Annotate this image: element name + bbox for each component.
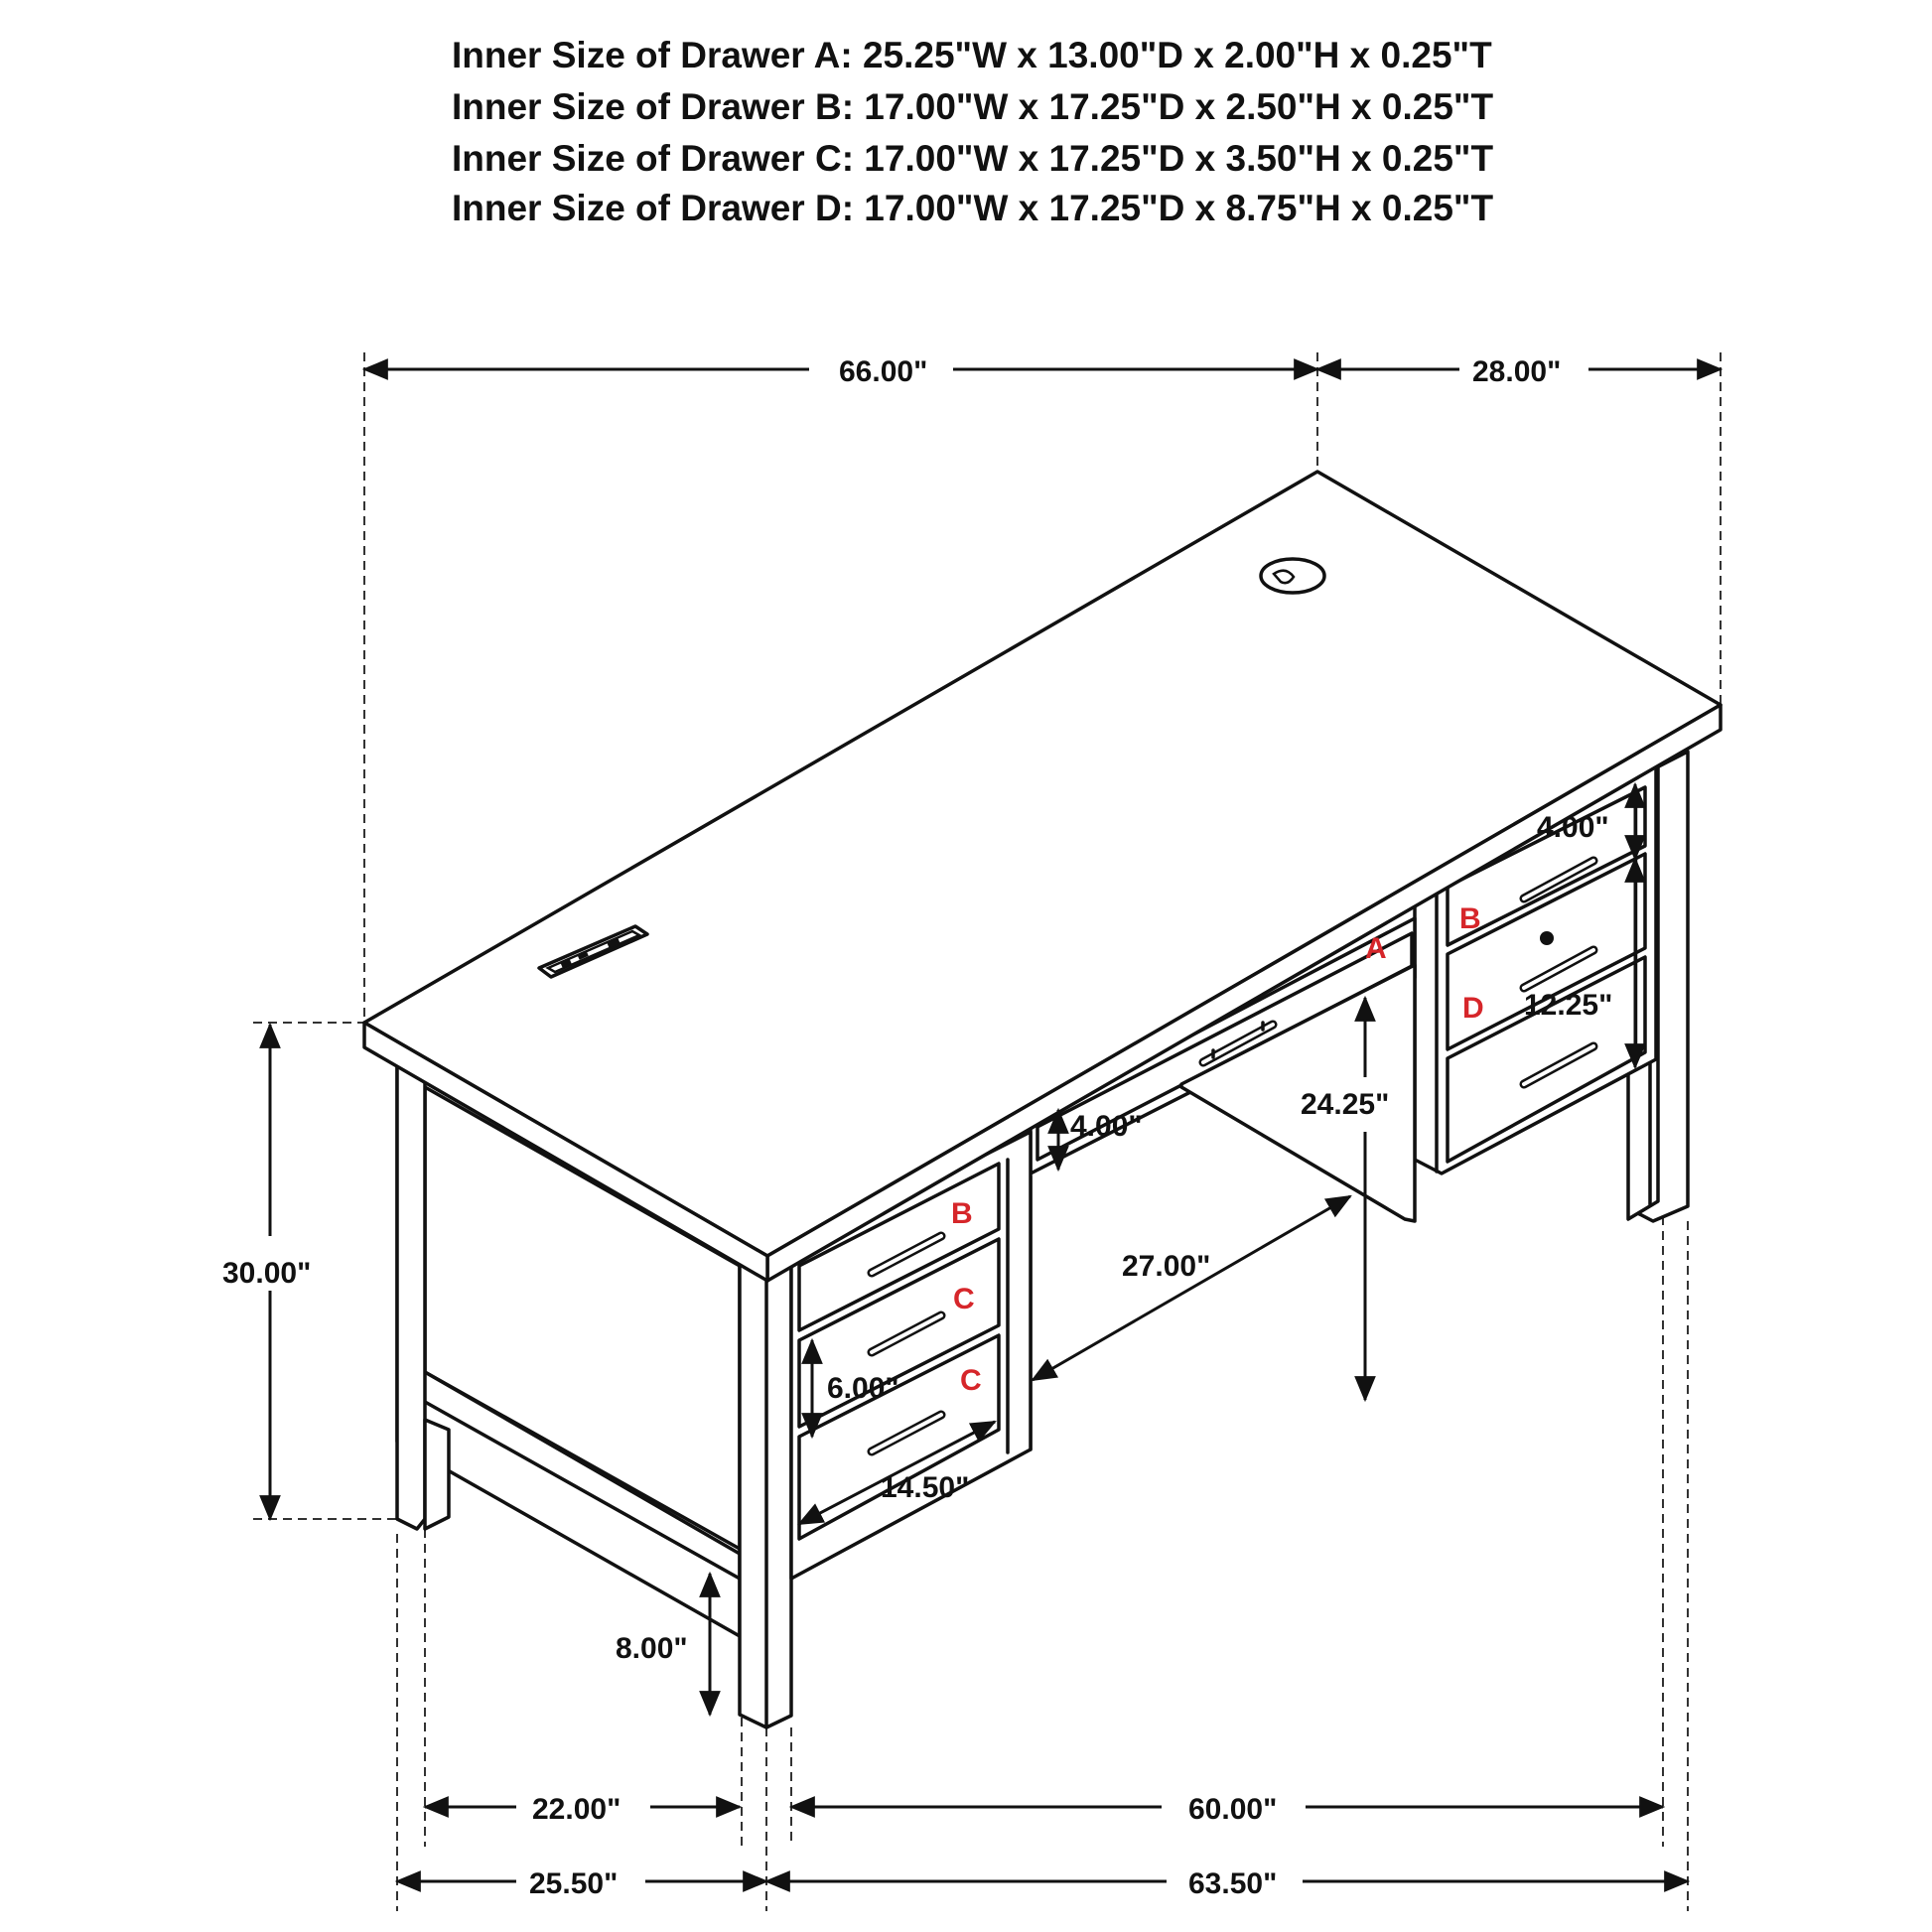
label-drawer-b-right: B (1459, 902, 1481, 935)
dimension-lines: 66.00" 28.00" 30.00" 4.00" 12.25" 4.00" … (222, 355, 1724, 1900)
spec-drawer-b: Inner Size of Drawer B: 17.00"W x 17.25"… (452, 86, 1493, 127)
dim-front-outer: 63.50" (1188, 1867, 1277, 1900)
knee-panel (1179, 963, 1417, 1223)
dim-left-drawer: 6.00" (827, 1372, 899, 1405)
label-drawer-b-left: B (951, 1197, 973, 1230)
dim-left-drawer-width: 14.50" (881, 1471, 969, 1504)
spec-drawer-d: Inner Size of Drawer D: 17.00"W x 17.25"… (452, 188, 1493, 228)
left-drawer-b (797, 1162, 1001, 1332)
dim-top-depth: 28.00" (1472, 355, 1561, 388)
lock-icon (1540, 931, 1554, 945)
dim-center-drawer: 4.00" (1070, 1110, 1143, 1143)
dim-right-top-drawer: 4.00" (1537, 811, 1609, 844)
drawer-labels: A B C C B D (951, 902, 1484, 1397)
drawer-specs: Inner Size of Drawer A: 25.25"W x 13.00"… (452, 35, 1493, 228)
label-drawer-c-left-2: C (960, 1364, 982, 1397)
power-outlet (537, 924, 649, 979)
label-drawer-d-right: D (1462, 992, 1484, 1025)
dim-floor-clearance: 8.00" (616, 1632, 688, 1665)
desk (362, 470, 1723, 1729)
left-back-leg-bottom (423, 1418, 451, 1531)
spec-drawer-c: Inner Size of Drawer C: 17.00"W x 17.25"… (452, 138, 1493, 179)
dim-side-inner: 22.00" (532, 1793, 621, 1826)
dim-side-outer: 25.50" (529, 1867, 618, 1900)
dim-knee-width: 27.00" (1122, 1250, 1210, 1283)
dim-top-width: 66.00" (839, 355, 927, 388)
spec-drawer-a: Inner Size of Drawer A: 25.25"W x 13.00"… (452, 35, 1492, 75)
label-drawer-c-left-1: C (953, 1283, 975, 1315)
label-drawer-a: A (1365, 932, 1387, 965)
dim-knee-height: 24.25" (1301, 1088, 1389, 1121)
dim-front-inner: 60.00" (1188, 1793, 1277, 1826)
left-back-leg (395, 1062, 427, 1531)
desktop-left-edge (362, 1021, 769, 1283)
dim-overall-height: 30.00" (222, 1257, 311, 1290)
dim-right-file-drawer: 12.25" (1524, 989, 1612, 1022)
